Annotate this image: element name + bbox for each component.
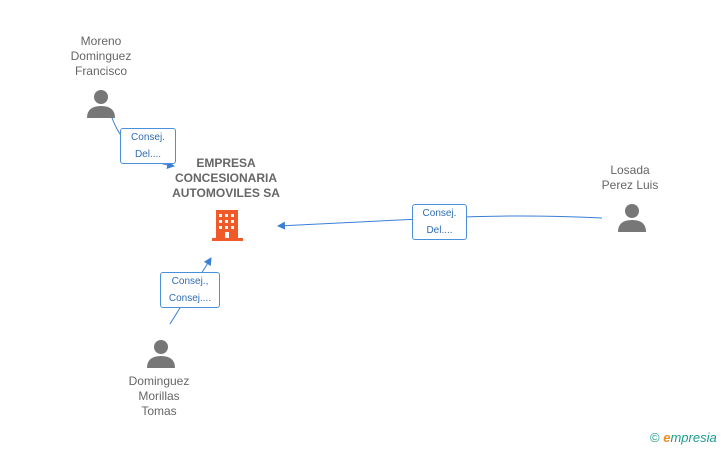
copyright-symbol: © [650,430,660,445]
person-icon[interactable] [617,202,647,232]
person-name-moreno[interactable]: Moreno Dominguez Francisco [70,34,132,78]
relation-label-moreno[interactable]: Consej. Del.... [120,128,176,164]
brand-e: e [663,430,671,445]
building-icon[interactable] [211,208,245,242]
person-name-dominguez[interactable]: Dominguez Morillas Tomas [128,374,190,418]
person-icon[interactable] [86,88,116,118]
brand-rest: mpresia [670,430,717,445]
company-name[interactable]: EMPRESA CONCESIONARIA AUTOMOVILES SA [172,156,280,200]
relation-label-dominguez[interactable]: Consej., Consej.... [160,272,220,308]
person-name-losada[interactable]: Losada Perez Luis [601,163,659,192]
person-icon[interactable] [146,338,176,368]
empresia-logo[interactable]: © empresia [650,430,717,445]
relation-label-losada[interactable]: Consej. Del.... [412,204,467,240]
